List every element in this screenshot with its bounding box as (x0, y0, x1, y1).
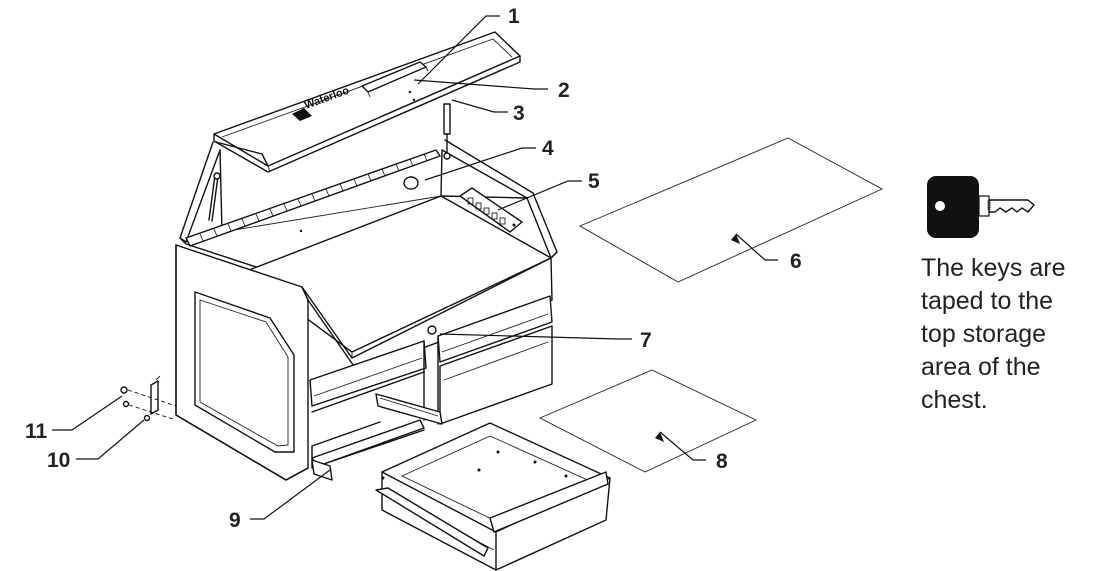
key-note-line: taped to the (921, 287, 1054, 315)
key-note-line: The keys are (921, 254, 1066, 282)
key-icon: XXX (927, 176, 1035, 238)
callout-4: 4 (542, 137, 554, 160)
key-note-line: top storage (921, 320, 1047, 348)
callout-2: 2 (558, 79, 570, 102)
gas-spring (443, 103, 451, 160)
key-note-line: area of the (921, 353, 1041, 381)
key-note: The keys are taped to the top storage ar… (921, 252, 1091, 417)
callout-7: 7 (640, 329, 652, 352)
left-gas-spring (208, 172, 221, 222)
callout-8: 8 (716, 450, 728, 473)
callout-numbers: 1 2 3 4 5 6 7 8 9 10 11 (25, 5, 802, 532)
left-side-panel (175, 244, 309, 481)
power-strip (459, 187, 523, 233)
front-frame (301, 257, 553, 481)
lid: Waterloo (213, 31, 521, 173)
callout-3: 3 (513, 102, 525, 125)
lock (427, 325, 437, 335)
key-note-line: chest. (921, 386, 988, 414)
hole-plug (403, 176, 419, 190)
callout-10: 10 (47, 449, 70, 472)
callout-1: 1 (508, 5, 520, 28)
lid-handle (361, 61, 429, 98)
leader-lines (52, 15, 778, 520)
hinge-rail-ribs (199, 153, 428, 242)
drawer (375, 422, 611, 571)
key-tag-text: XXX (987, 199, 993, 210)
callout-11: 11 (25, 420, 48, 443)
side-handle-hardware (120, 375, 177, 422)
callout-6: 6 (790, 250, 802, 273)
callout-9: 9 (229, 509, 241, 532)
drawer-liner (538, 369, 758, 473)
callout-5: 5 (588, 170, 600, 193)
top-liner (578, 137, 884, 283)
